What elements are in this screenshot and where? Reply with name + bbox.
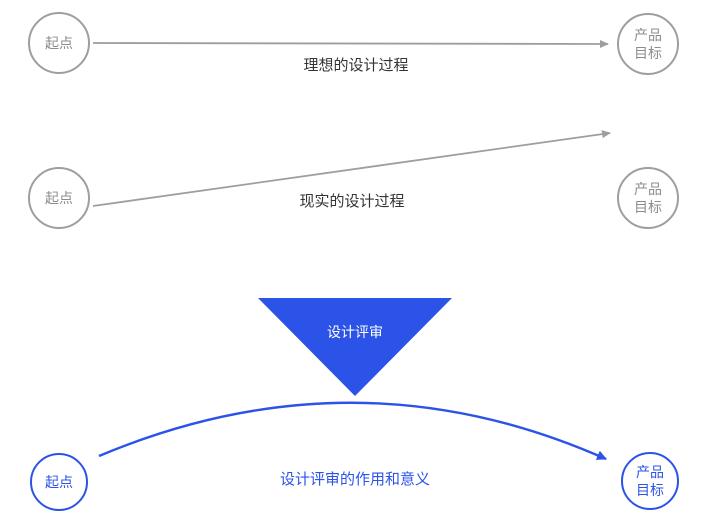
ideal-goal-label: 产品目标	[634, 26, 662, 61]
review-meaning-label: 设计评审的作用和意义	[279, 471, 430, 488]
real-goal-node: 产品目标	[617, 167, 679, 229]
ideal-process-label: 理想的设计过程	[303, 57, 409, 74]
design-review-triangle-label: 设计评审	[327, 324, 383, 340]
design-review-triangle	[258, 298, 452, 396]
ideal-goal-node: 产品目标	[617, 13, 679, 75]
real-process-arrow	[92, 130, 611, 207]
review-correction-arc-arrow	[98, 401, 607, 461]
review-start-node: 起点	[30, 453, 88, 511]
ideal-start-label: 起点	[45, 34, 73, 51]
real-goal-label: 产品目标	[634, 180, 662, 215]
real-process-label: 现实的设计过程	[299, 193, 405, 210]
review-start-label: 起点	[45, 473, 73, 490]
review-goal-label: 产品目标	[636, 463, 664, 498]
real-start-label: 起点	[45, 189, 73, 206]
real-start-node: 起点	[28, 167, 90, 229]
ideal-start-node: 起点	[28, 12, 90, 74]
ideal-process-arrow	[92, 39, 609, 48]
review-goal-node: 产品目标	[621, 452, 679, 510]
